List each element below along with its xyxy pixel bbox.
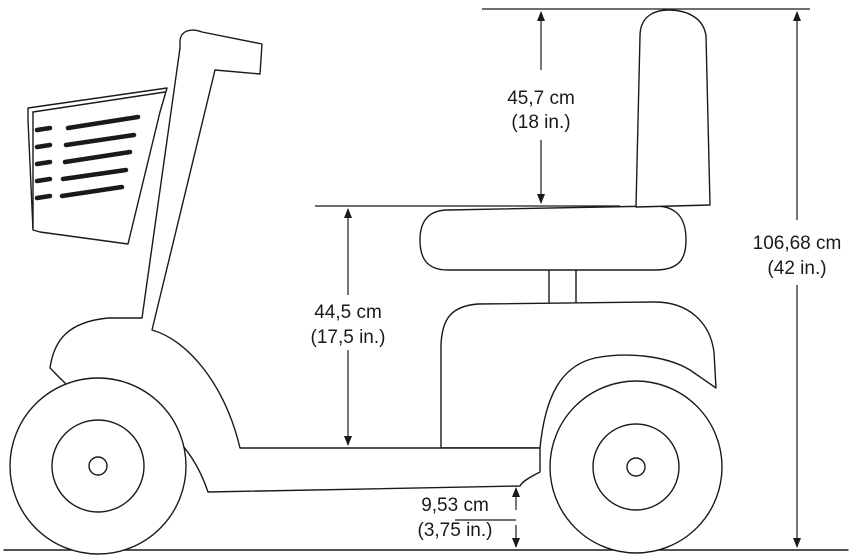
seat-post: [548, 265, 577, 309]
overall-height-metric: 106,68 cm: [753, 233, 842, 254]
front-basket: [27, 87, 168, 245]
ground-clearance-metric: 9,53 cm: [421, 495, 489, 516]
rear-shroud: [440, 301, 717, 449]
overall-height-imperial: (42 in.): [767, 258, 826, 279]
scooter-body: [49, 29, 541, 493]
seat-back-height-metric: 45,7 cm: [507, 88, 575, 109]
rear-wheel: [549, 380, 723, 554]
ground-clearance-imperial: (3,75 in.): [418, 520, 493, 541]
front-wheel: [9, 377, 187, 555]
seat-height-imperial: (17,5 in.): [311, 327, 386, 348]
seat-back: [635, 9, 711, 208]
seat-back-height-imperial: (18 in.): [511, 112, 570, 133]
seat-height-metric: 44,5 cm: [314, 302, 382, 323]
seat-cushion: [419, 205, 687, 271]
